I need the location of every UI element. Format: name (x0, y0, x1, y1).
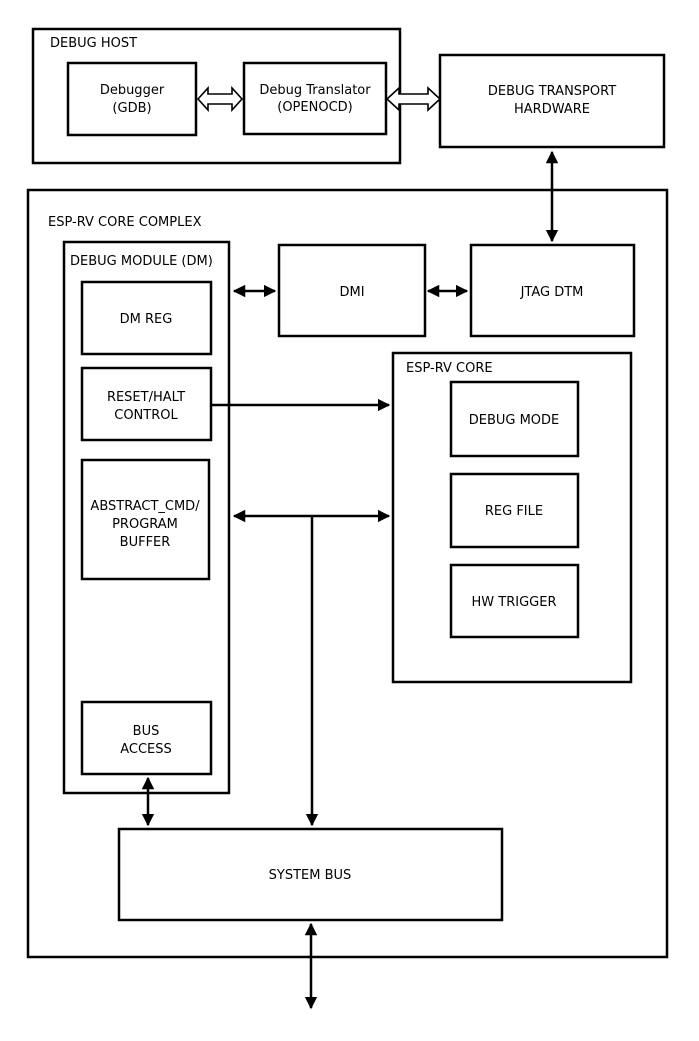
bus-access-block (80, 700, 213, 776)
abstract-cmd-block (80, 458, 211, 581)
bus-access-label-line2: ACCESS (120, 742, 172, 757)
debugger-block (66, 61, 198, 137)
debug-mode-block (449, 380, 580, 458)
dmi-block (277, 243, 427, 338)
reg-file-label: REG FILE (485, 504, 543, 519)
debug-translator-block (242, 61, 388, 136)
hw-trigger-block (449, 563, 580, 639)
debug-host-label: DEBUG HOST (50, 36, 137, 51)
debugger-label-line1: Debugger (100, 83, 165, 98)
debug-mode-label: DEBUG MODE (469, 413, 560, 428)
jtag-dtm-label: JTAG DTM (520, 285, 584, 300)
reg-file-block (449, 472, 580, 549)
debugger-label-line2: (GDB) (112, 101, 151, 116)
debug-transport-block (438, 53, 666, 149)
translator-label-line1: Debug Translator (259, 83, 371, 98)
debug-module-label: DEBUG MODULE (DM) (70, 254, 213, 269)
core-complex-label: ESP-RV CORE COMPLEX (48, 215, 202, 230)
esp-rv-core-label: ESP-RV CORE (406, 361, 493, 376)
translator-label-line2: (OPENOCD) (277, 100, 352, 115)
abstract-cmd-label-line1: ABSTRACT_CMD/ (90, 499, 200, 514)
system-bus-block (117, 827, 504, 922)
dm-reg-block (80, 280, 213, 356)
translator-transport-hollow-arrow (385, 86, 442, 112)
debugger-translator-hollow-arrow (196, 85, 244, 113)
jtag-dtm-block (469, 243, 636, 338)
transport-label-line1: DEBUG TRANSPORT (488, 84, 616, 99)
transport-label-line2: HARDWARE (514, 102, 590, 117)
dm-reg-label: DM REG (120, 312, 173, 327)
hw-trigger-label: HW TRIGGER (472, 595, 557, 610)
abstract-cmd-label-line2: PROGRAM (112, 517, 178, 532)
system-bus-label: SYSTEM BUS (269, 868, 352, 883)
abstract-cmd-label-line3: BUFFER (120, 535, 171, 550)
dmi-label: DMI (339, 285, 364, 300)
reset-halt-label-line1: RESET/HALT (107, 390, 185, 405)
reset-halt-block (80, 366, 213, 442)
reset-halt-label-line2: CONTROL (114, 408, 178, 423)
bus-access-label-line1: BUS (133, 724, 160, 739)
